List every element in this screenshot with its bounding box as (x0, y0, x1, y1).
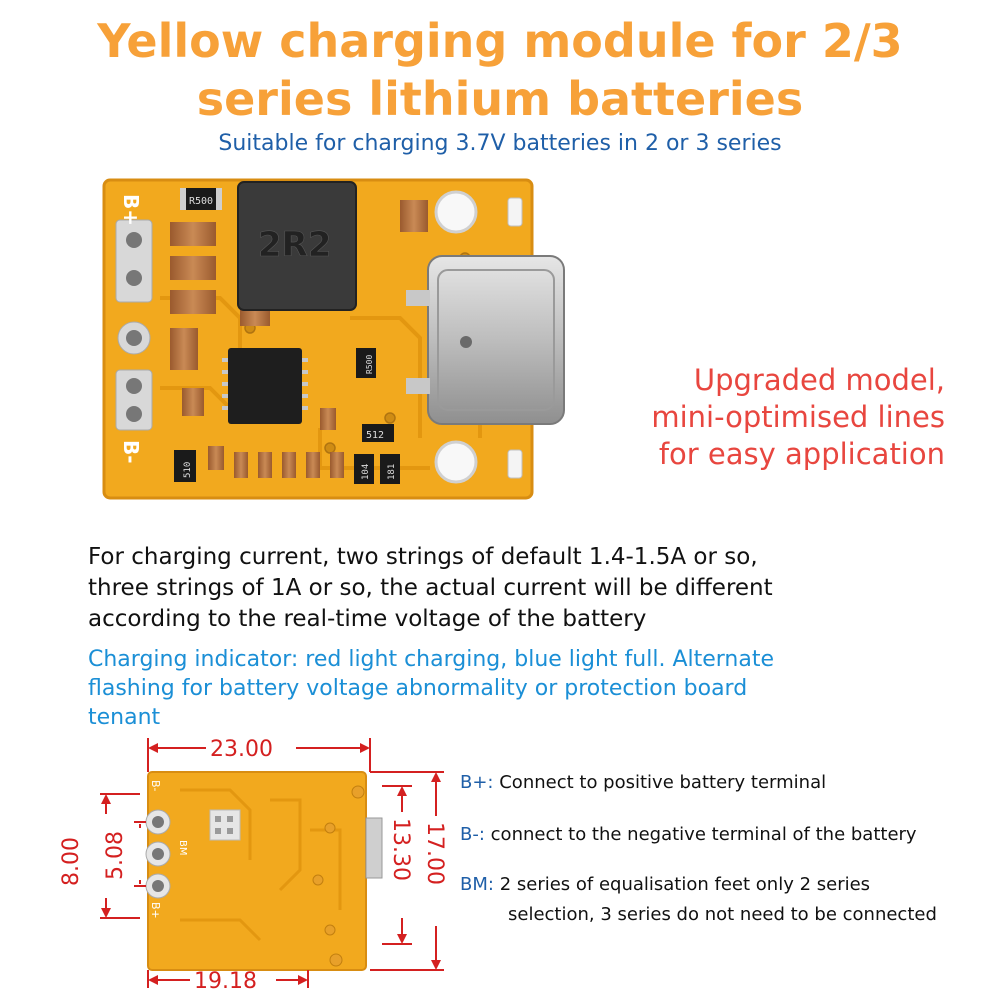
dimension-board (147, 771, 367, 971)
dim-label-bottom: 19.18 (194, 969, 257, 992)
pin-bminus-text: connect to the negative terminal of the … (490, 824, 917, 845)
upgrade-line-2: mini-optimised lines (651, 400, 945, 434)
inductor (237, 181, 357, 311)
dimension-drawing: B- BM B+ (40, 730, 460, 994)
pin-bplus: B+: Connect to positive battery terminal (460, 772, 826, 793)
pin-bm-key: BM: (460, 874, 494, 895)
indicator-line-2: flashing for battery voltage abnormality… (88, 676, 748, 701)
charging-current-description: For charging current, two strings of def… (88, 542, 968, 635)
dim-label-right-outer: 17.00 (422, 822, 447, 885)
pad-label-bminus: B- (119, 440, 143, 464)
title-line-2: series lithium batteries (196, 72, 804, 126)
indicator-description: Charging indicator: red light charging, … (88, 645, 968, 732)
resistor-label-3: 512 (366, 430, 384, 441)
resistor-label-5: 104 (361, 464, 371, 480)
pin-bplus-key: B+: (460, 772, 494, 793)
pin-bminus: B-: connect to the negative terminal of … (460, 824, 917, 845)
upgrade-callout: Upgraded model, mini-optimised lines for… (545, 362, 945, 473)
dim-pad-label-bm: BM (177, 840, 188, 856)
mount-hole-top (434, 190, 478, 234)
page-title: Yellow charging module for 2/3 series li… (0, 12, 1000, 128)
dim-label-right-inner: 13.30 (388, 818, 413, 881)
led-top (507, 197, 523, 227)
dim-label-top: 23.00 (210, 737, 273, 762)
usb-c-port (427, 255, 565, 425)
dim-label-left-outer: 8.00 (59, 837, 84, 886)
description-line-2: three strings of 1A or so, the actual cu… (88, 575, 773, 601)
indicator-line-1: Charging indicator: red light charging, … (88, 647, 775, 672)
pad-label-bplus: B+ (119, 194, 143, 226)
title-line-1: Yellow charging module for 2/3 (97, 14, 903, 68)
board-photo: B+ B- R500 2R2 R500 512 510 (100, 178, 570, 503)
subtitle: Suitable for charging 3.7V batteries in … (218, 131, 782, 156)
dim-pad-label-bminus: B- (149, 780, 162, 792)
pad-bplus (115, 219, 153, 303)
pad-bminus (115, 369, 153, 431)
pin-bm-text: 2 series of equalisation feet only 2 ser… (499, 874, 871, 895)
dim-label-left-inner: 5.08 (103, 831, 128, 880)
dim-pad-label-bplus: B+ (149, 902, 162, 919)
indicator-line-3: tenant (88, 705, 161, 730)
inductor-label: 2R2 (258, 225, 332, 265)
pin-bm: BM: 2 series of equalisation feet only 2… (460, 874, 870, 895)
description-line-3: according to the real-time voltage of th… (88, 606, 647, 632)
description-line-1: For charging current, two strings of def… (88, 544, 758, 570)
led-bottom (507, 449, 523, 479)
resistor-label-4: 510 (183, 462, 193, 478)
mount-hole-bottom (434, 440, 478, 484)
chip (228, 348, 302, 424)
pin-bminus-key: B-: (460, 824, 485, 845)
resistor-label-1: R500 (189, 196, 213, 207)
upgrade-line-1: Upgraded model, (693, 363, 945, 397)
pin-bplus-text: Connect to positive battery terminal (499, 772, 827, 793)
resistor-label-6: 181 (387, 464, 397, 480)
pin-bm-text-line-2: selection, 3 series do not need to be co… (508, 904, 937, 925)
dimension-svg: B- BM B+ (59, 737, 447, 994)
board-illustration: B+ B- R500 2R2 R500 512 510 (102, 178, 565, 500)
upgrade-line-3: for easy application (658, 437, 945, 471)
resistor-label-2: R500 (365, 355, 374, 374)
